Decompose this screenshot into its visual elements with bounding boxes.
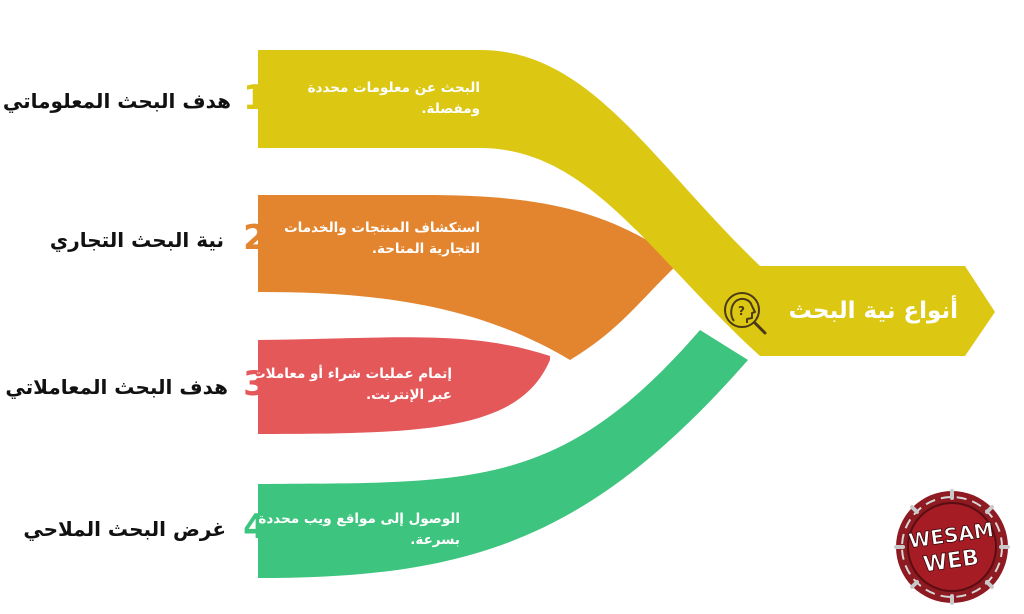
item-1-description: البحث عن معلومات محددة ومفصلة.	[307, 80, 480, 117]
item-1-number: 1	[243, 78, 267, 118]
wesam-web-logo: WESAM WEB	[894, 489, 1010, 605]
item-4-description: الوصول إلى مواقع ويب محددة بسرعة.	[258, 511, 460, 548]
band-informational	[258, 50, 995, 356]
svg-text:?: ?	[738, 304, 745, 318]
item-4-number: 4	[243, 507, 267, 547]
band-transactional	[258, 337, 550, 434]
item-3-description: إتمام عمليات شراء أو معاملات عبر الإنترن…	[252, 366, 452, 403]
item-3-number: 3	[243, 364, 267, 404]
item-1-label: هدف البحث المعلوماتي	[2, 89, 231, 113]
logo-text-line2: WEB	[922, 545, 981, 578]
item-2-label: نية البحث التجاري	[49, 228, 224, 252]
item-2-description: استكشاف المنتجات والخدمات التجارية المتا…	[284, 220, 480, 257]
item-2-number: 2	[243, 218, 267, 258]
band-navigational	[258, 330, 748, 578]
band-commercial	[258, 195, 680, 360]
main-title: أنواع نية البحث	[788, 298, 958, 324]
item-3-label: هدف البحث المعاملاتي	[5, 375, 228, 399]
head-question-magnifier-icon: ?	[724, 292, 767, 335]
item-4-label: غرض البحث الملاحي	[23, 517, 226, 541]
